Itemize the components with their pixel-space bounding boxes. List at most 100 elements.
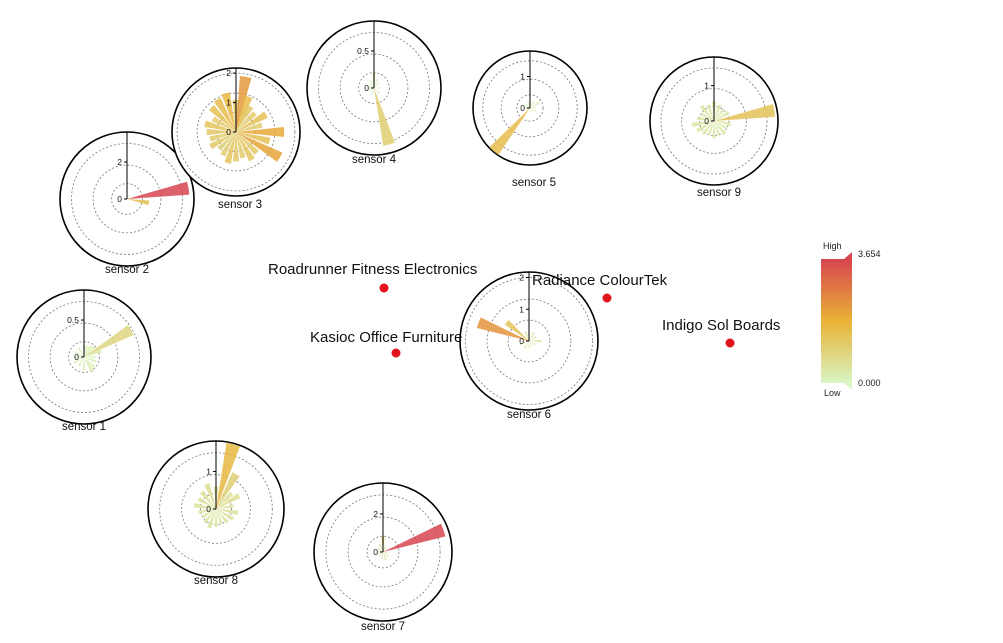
sensor-bar — [530, 100, 535, 108]
company-dot[interactable] — [725, 338, 735, 348]
sensor-bar — [84, 345, 96, 357]
sensor-tick-label: 0 — [519, 336, 524, 346]
sensor-bar — [217, 132, 236, 151]
legend-min-handle[interactable] — [843, 382, 852, 390]
sensor-bar — [216, 509, 229, 524]
sensor-bar — [489, 108, 530, 155]
sensor-plot[interactable]: 0 0.5 sensor 1 — [16, 289, 152, 433]
sensor-bar — [366, 87, 374, 89]
sensor-grid-ring — [92, 164, 162, 234]
legend-low-label: Low — [824, 388, 841, 398]
sensor-bar — [84, 345, 89, 357]
sensor-tick-label: 1 — [206, 466, 211, 476]
sensor-bar — [201, 509, 216, 519]
sensor-bar — [714, 104, 722, 121]
company-label: Roadrunner Fitness Electronics — [268, 261, 477, 278]
sensor-tick-label: 0 — [373, 547, 378, 557]
sensor-bar — [193, 502, 216, 509]
sensor-bar — [528, 341, 530, 349]
sensor-tick-label: 0.5 — [357, 46, 369, 56]
sensor-label: sensor 3 — [218, 199, 262, 211]
sensor-bar — [714, 110, 730, 121]
sensor-bar — [78, 357, 84, 367]
sensor-bar — [523, 341, 529, 349]
sensor-bar — [368, 88, 374, 92]
legend-max-handle[interactable] — [843, 252, 852, 260]
sensor-bar — [84, 345, 92, 357]
sensor-bar — [236, 105, 254, 132]
sensor-bar — [371, 88, 374, 94]
sensor-bar — [224, 132, 236, 164]
sensor-bar — [383, 552, 389, 554]
sensor-bar — [209, 132, 236, 142]
sensor-bar — [206, 128, 236, 136]
sensor-tick-label: 0 — [520, 103, 525, 113]
sensor-bar — [236, 132, 271, 145]
sensor-plot[interactable]: 0 1 sensor 5 — [472, 50, 588, 189]
sensor-label: sensor 1 — [62, 421, 106, 433]
sensor-tick-label: 2 — [519, 273, 524, 283]
company-dot[interactable] — [602, 293, 612, 303]
sensor-bar — [383, 545, 387, 552]
sensor-bar — [236, 126, 285, 138]
sensor-label: sensor 5 — [512, 177, 556, 189]
company-dot[interactable] — [379, 283, 389, 293]
sensor-tick-label: 0 — [74, 352, 79, 362]
sensor-bar — [700, 112, 714, 121]
sensor-bar — [383, 547, 387, 552]
sensor-bar — [216, 509, 223, 525]
sensor-bar — [216, 493, 241, 509]
sensor-bar — [204, 482, 216, 509]
company-marker[interactable]: Kasioc Office Furniture — [310, 329, 462, 358]
legend-high-label: High — [823, 241, 842, 251]
sensor-tick-label: 1 — [520, 72, 525, 82]
sensor-bar — [73, 357, 84, 364]
sensor-bar — [379, 543, 383, 552]
company-marker[interactable]: Roadrunner Fitness Electronics — [268, 261, 477, 293]
sensor-bar — [691, 121, 714, 128]
company-dot[interactable] — [391, 348, 401, 358]
sensor-bar — [714, 104, 776, 121]
company-marker[interactable]: Radiance ColourTek — [532, 272, 668, 303]
sensor-bar — [216, 442, 241, 509]
sensor-bar — [213, 97, 236, 132]
sensor-bar — [236, 132, 255, 162]
sensor-bar — [530, 108, 537, 113]
sensor-bar — [714, 121, 728, 130]
sensor-bar — [127, 199, 130, 201]
legend-max-value: 3.654 — [858, 249, 881, 259]
sensor-bar — [529, 339, 542, 343]
sensor-bar — [236, 111, 257, 132]
company-marker[interactable]: Indigo Sol Boards — [662, 317, 780, 348]
sensor-bar — [701, 121, 714, 136]
sensor-bar — [208, 104, 236, 132]
sensor-bar — [368, 80, 374, 88]
sensor-bar — [476, 317, 529, 341]
sensor-tick-label: 0.5 — [67, 315, 79, 325]
sensor-label: sensor 7 — [361, 621, 405, 633]
sensor-tick-label: 1 — [226, 98, 231, 108]
sensor-label: sensor 2 — [105, 264, 149, 276]
company-label: Indigo Sol Boards — [662, 317, 780, 334]
legend-min-value: 0.000 — [858, 378, 881, 388]
sensor-bar — [236, 111, 268, 132]
sensor-bar — [381, 552, 383, 560]
sensor-bar — [236, 132, 259, 155]
sensor-bar — [504, 319, 529, 341]
sensor-bar — [374, 87, 381, 89]
sensor-bar — [84, 349, 102, 357]
sensor-bar — [216, 509, 235, 521]
sensor-bar — [216, 504, 234, 509]
sensor-bar — [699, 104, 714, 121]
sensor-grid-ring — [500, 78, 560, 138]
sensor-bar — [203, 509, 216, 524]
